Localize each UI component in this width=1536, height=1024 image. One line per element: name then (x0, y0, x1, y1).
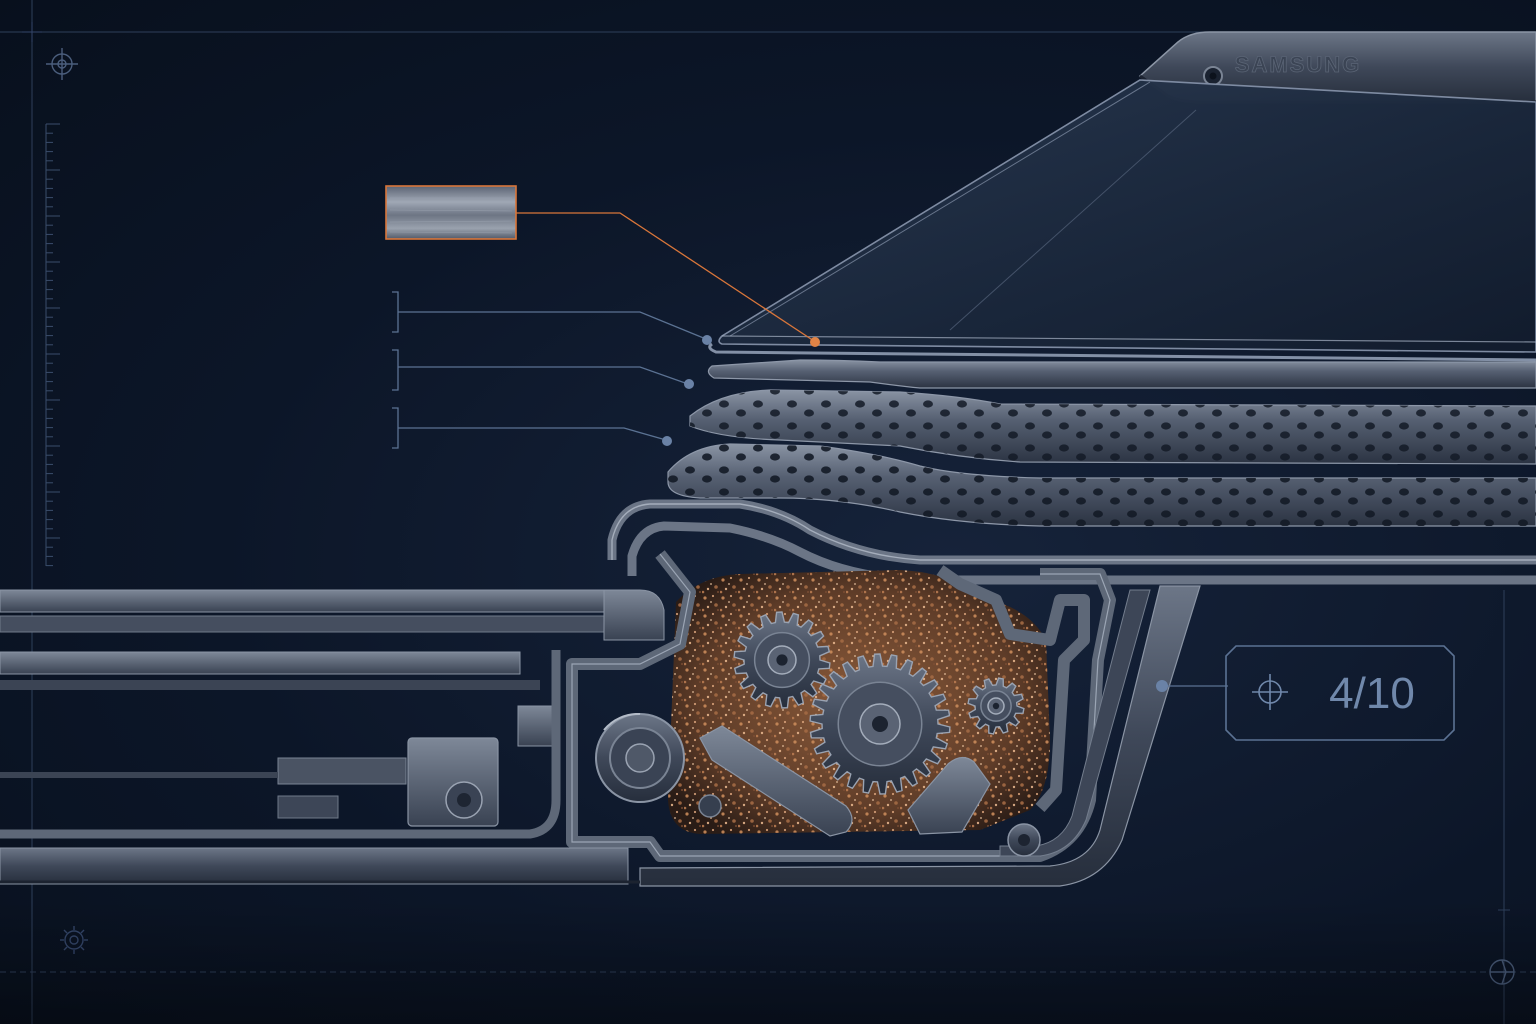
gear-small (967, 677, 1025, 735)
layer-callout-3 (392, 407, 672, 449)
brand-logo: SAMSUNG (1235, 52, 1361, 77)
page-counter: 4/10 (1329, 669, 1415, 718)
gear-medium (733, 611, 831, 709)
corner-crosshair-icon (22, 22, 42, 42)
perforated-layer-lower (667, 443, 1536, 527)
outer-glass-cover (708, 79, 1536, 362)
page-indicator: 4/10 (1225, 645, 1455, 741)
bottom-shade (0, 900, 1536, 1024)
callout-dot (1156, 680, 1168, 692)
layer-callout-1 (392, 291, 712, 345)
hinge-pin (1007, 823, 1041, 857)
material-swatch (385, 185, 517, 240)
lever-arm (698, 725, 991, 837)
crosshair-icon (46, 48, 78, 80)
layer-callout-2 (392, 349, 694, 391)
second-plate (707, 359, 1536, 389)
roller-pulley (595, 712, 685, 803)
page-callout (1156, 680, 1228, 692)
device-top-bezel: SAMSUNG (1138, 31, 1536, 104)
target-icon (1252, 674, 1288, 710)
housing-highlight (611, 503, 1536, 561)
material-swatch-callout (385, 185, 820, 347)
callout-dot-orange (810, 337, 820, 347)
left-chassis-rails (0, 589, 665, 885)
ruler-scale (45, 123, 60, 567)
gear-large (809, 653, 951, 795)
perforated-layer-upper (689, 389, 1536, 465)
